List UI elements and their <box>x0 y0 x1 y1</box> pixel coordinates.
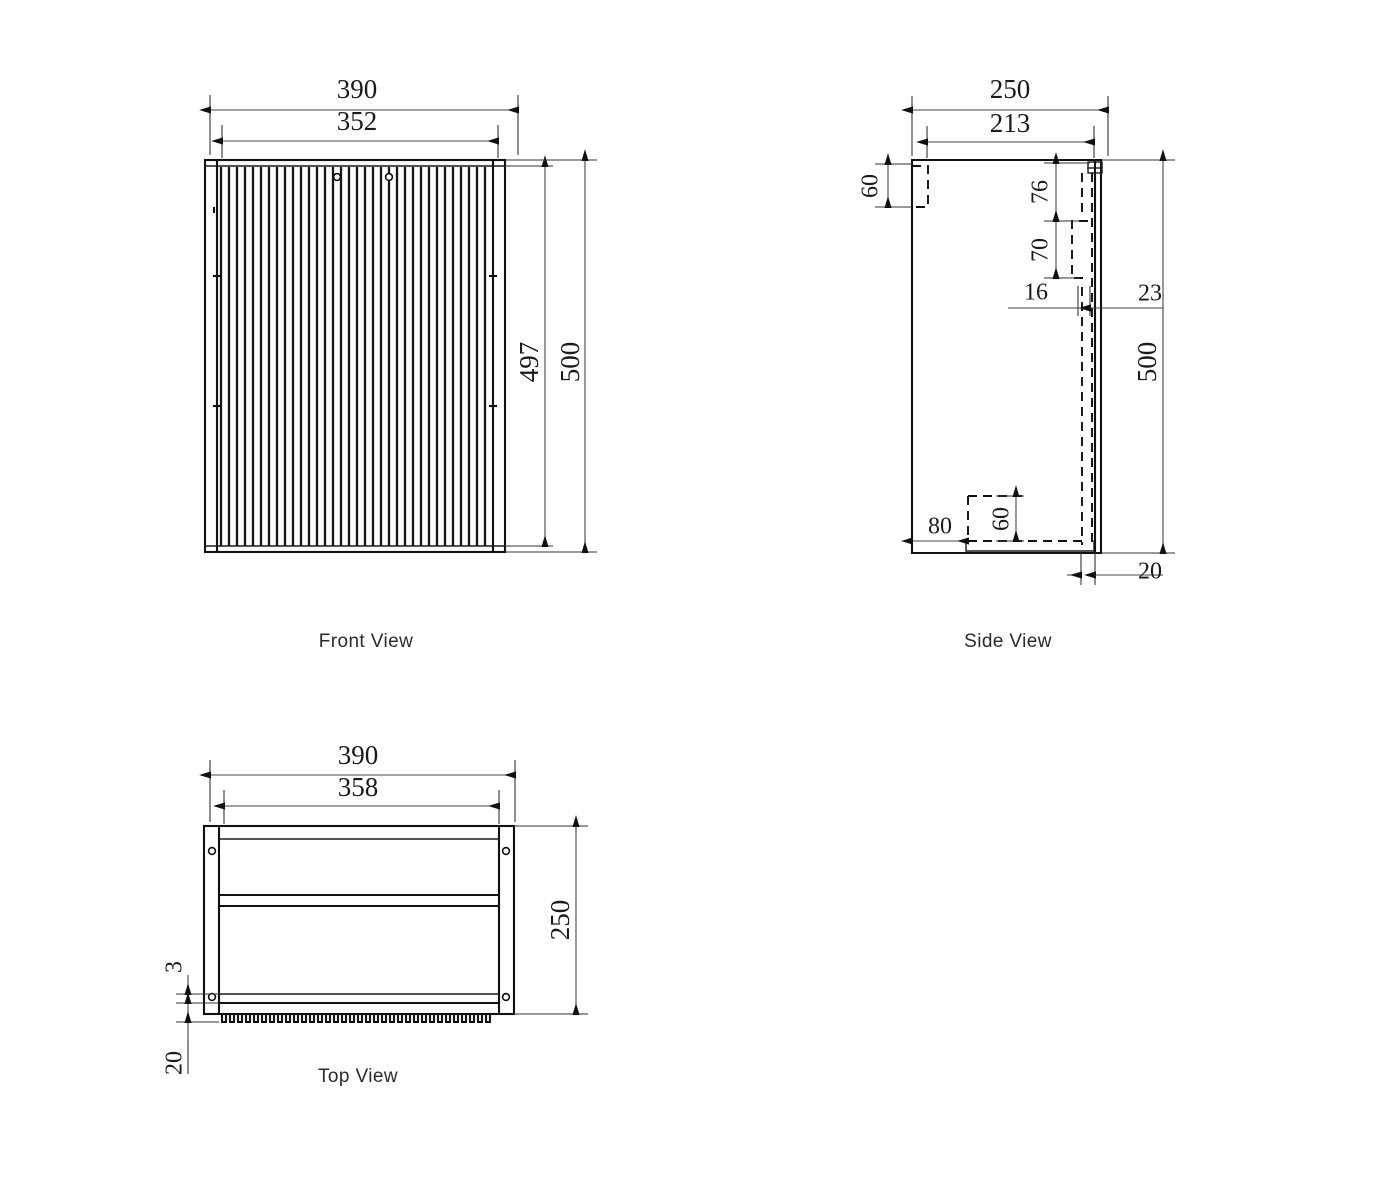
front-dim-352: 352 <box>211 106 499 158</box>
front-dim-497: 497 <box>505 155 553 547</box>
side-dim-213: 213 <box>916 108 1095 158</box>
dim-side-base-offset: 80 <box>928 514 952 540</box>
dim-side-inner-depth: 213 <box>990 108 1031 138</box>
top-dim-358: 358 <box>213 772 500 824</box>
dim-side-base-feature: 60 <box>989 507 1015 531</box>
dim-side-bracket-height: 70 <box>1028 238 1054 262</box>
dim-top-front-gap: 3 <box>162 961 188 973</box>
dim-side-back-thickness: 20 <box>1138 559 1162 585</box>
dim-side-depth: 250 <box>990 74 1031 104</box>
dim-side-back-offset: 23 <box>1138 281 1162 307</box>
front-view-slats <box>219 167 487 546</box>
dim-side-top-notch: 60 <box>858 174 884 198</box>
side-dim-80: 80 <box>901 514 969 545</box>
side-view-group: 250 213 60 76 70 <box>858 74 1175 652</box>
dim-top-flute-depth: 20 <box>162 1051 188 1075</box>
side-dim-250: 250 <box>901 74 1109 156</box>
top-view-fixing-holes <box>207 846 511 1002</box>
dim-top-overall-width: 390 <box>338 740 379 770</box>
top-dim-20: 20 <box>162 1011 219 1075</box>
top-view-label: Top View <box>318 1066 398 1087</box>
dim-front-slat-height: 497 <box>514 342 544 383</box>
front-view-body <box>203 158 507 554</box>
dim-front-panel-width: 352 <box>337 106 378 136</box>
side-dim-76: 76 <box>1028 152 1090 222</box>
top-dim-250: 250 <box>514 815 588 1015</box>
front-dim-500: 500 <box>505 149 597 553</box>
side-view-body <box>910 158 1103 555</box>
front-view-label: Front View <box>319 631 413 652</box>
side-view-label: Side View <box>964 631 1052 652</box>
top-view-flute-serration <box>220 1012 496 1024</box>
top-dim-390: 390 <box>199 740 516 822</box>
dim-top-depth: 250 <box>545 900 575 941</box>
dim-top-inner-width: 358 <box>338 772 379 802</box>
side-dim-20: 20 <box>1067 553 1163 585</box>
dim-side-inner-gap: 16 <box>1024 280 1048 306</box>
top-view-body <box>202 824 516 1016</box>
side-dim-23: 23 <box>1079 281 1163 312</box>
side-dim-70: 70 <box>1028 210 1080 279</box>
side-dim-16: 16 <box>1008 280 1091 316</box>
side-view-hidden-features <box>912 165 1095 552</box>
side-dim-500: 500 <box>1102 149 1175 554</box>
top-view-group: 390 358 250 3 20 <box>162 740 588 1087</box>
front-view-mounting-holes <box>332 172 394 182</box>
dim-side-height: 500 <box>1132 342 1162 383</box>
front-dim-390: 390 <box>199 74 519 155</box>
side-dim-60-top: 60 <box>858 153 912 208</box>
dim-side-bracket-offset: 76 <box>1028 180 1054 204</box>
dim-front-overall-width: 390 <box>337 74 378 104</box>
dim-front-overall-height: 500 <box>555 342 585 383</box>
side-dim-60-bottom: 60 <box>989 485 1024 542</box>
top-dim-3: 3 <box>162 961 219 1022</box>
front-view-panel-ticks <box>212 206 498 408</box>
front-view-group: 390 352 497 500 Front View <box>199 74 597 652</box>
